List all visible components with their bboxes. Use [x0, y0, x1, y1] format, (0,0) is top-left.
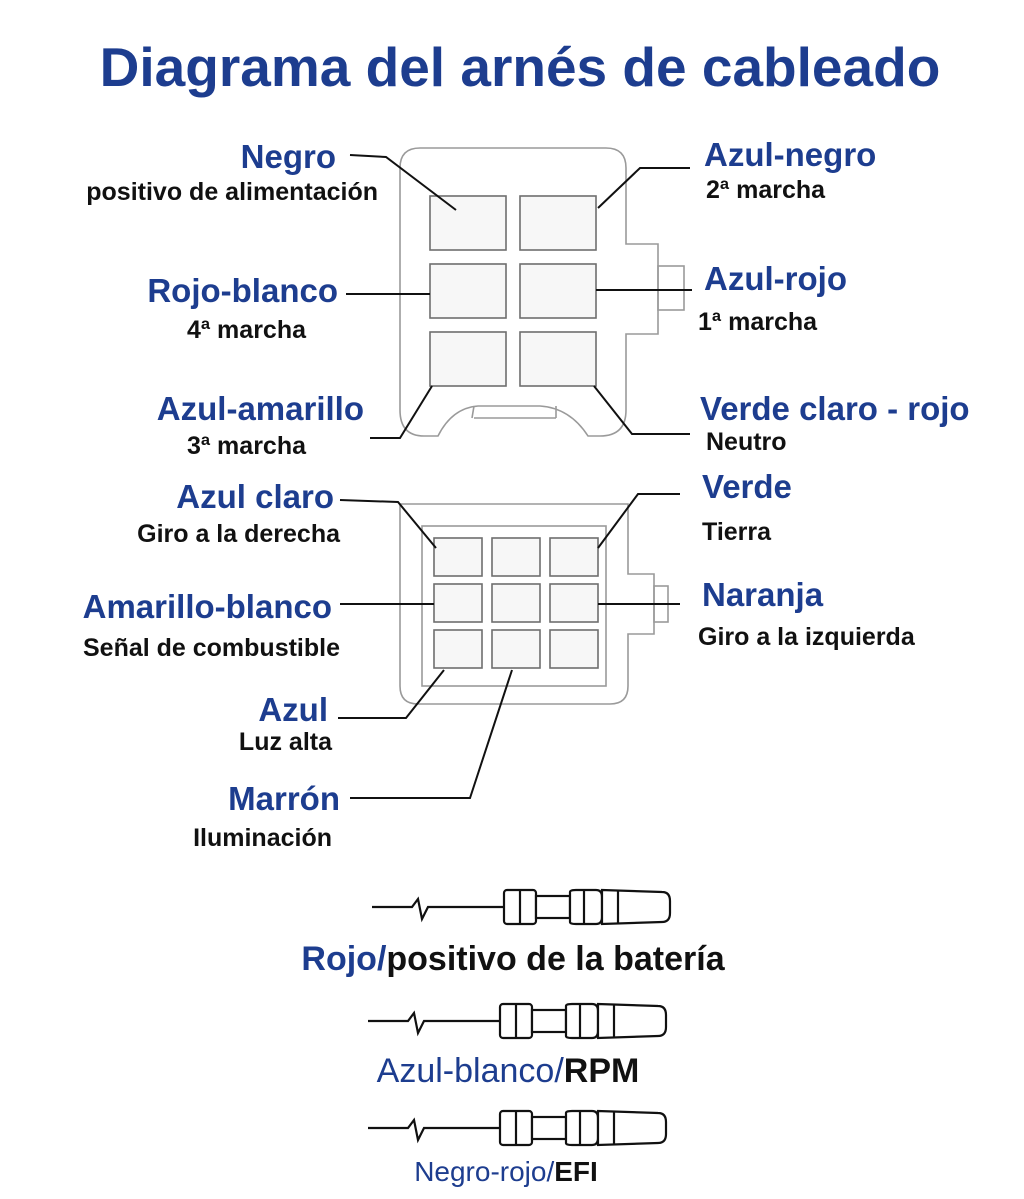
- pin-rojo-blanco: [429, 263, 507, 319]
- leader-azul-amarillo: [370, 385, 433, 439]
- connector-6pin-tab: [657, 265, 685, 311]
- pin-amarillo-blanco: [433, 583, 483, 623]
- wire-color-amarillo-blanco: Amarillo-blanco: [83, 588, 332, 625]
- leader-azul: [338, 669, 445, 719]
- wire-color-azul-negro: Azul-negro: [704, 136, 876, 173]
- pin-verde: [549, 537, 599, 577]
- wire-color-azul-amarillo: Azul-amarillo: [157, 390, 364, 427]
- leader-verde: [597, 493, 680, 549]
- terminal-azul-blanco-icon: [366, 1002, 668, 1040]
- connector-6pin-housing: [399, 147, 659, 437]
- leader-azul-claro: [339, 499, 437, 549]
- leader-marron: [350, 669, 513, 799]
- pin-naranja: [549, 583, 599, 623]
- wire-function-azul-amarillo: 3ª marcha: [187, 432, 307, 460]
- wire-color-negro: Negro: [241, 138, 336, 175]
- wire-color-rojo-blanco: Rojo-blanco: [147, 272, 338, 309]
- wire-function-azul-claro: Giro a la derecha: [137, 520, 341, 548]
- terminal-color-negro-rojo: Negro-rojo: [414, 1156, 546, 1187]
- terminal-separator-azul-blanco: /: [554, 1052, 564, 1090]
- wire-function-verde-claro-rojo: Neutro: [706, 428, 787, 456]
- terminal-negro-rojo-icon: [366, 1109, 668, 1147]
- connector-9pin: [399, 503, 669, 705]
- terminal-separator-rojo: /: [377, 940, 387, 978]
- wire-color-naranja: Naranja: [702, 576, 824, 613]
- pin-9-9: [549, 629, 599, 669]
- pin-azul-rojo: [519, 263, 597, 319]
- leader-negro: [349, 154, 457, 211]
- pin-9-2: [491, 537, 541, 577]
- wire-function-azul: Luz alta: [239, 728, 333, 756]
- wire-function-azul-rojo: 1ª marcha: [698, 308, 818, 336]
- terminal-rojo-icon: [370, 888, 672, 926]
- pin-marron: [491, 629, 541, 669]
- wire-function-naranja: Giro a la izquierda: [698, 623, 916, 651]
- wire-color-marron: Marrón: [228, 780, 340, 817]
- pin-azul: [433, 629, 483, 669]
- wire-function-azul-negro: 2ª marcha: [706, 176, 826, 204]
- terminal-function-negro-rojo: EFI: [554, 1156, 598, 1187]
- pin-azul-negro: [519, 195, 597, 251]
- connector-6pin-latch: [471, 405, 557, 419]
- wire-function-negro: positivo de alimentación: [86, 178, 378, 206]
- terminal-label-azul-blanco: Azul-blanco/RPM: [377, 1052, 640, 1090]
- terminal-function-rojo: positivo de la batería: [386, 940, 725, 978]
- wire-color-azul-rojo: Azul-rojo: [704, 260, 847, 297]
- wire-function-rojo-blanco: 4ª marcha: [187, 316, 307, 344]
- wire-color-azul-claro: Azul claro: [176, 478, 334, 515]
- page-title: Diagrama del arnés de cableado: [100, 36, 941, 98]
- terminal-color-rojo: Rojo: [301, 940, 377, 978]
- pin-9-5: [491, 583, 541, 623]
- connector-9pin-housing: [399, 503, 655, 705]
- wire-color-azul: Azul: [258, 691, 328, 728]
- wire-function-verde: Tierra: [702, 518, 772, 546]
- pin-azul-claro: [433, 537, 483, 577]
- terminal-label-rojo: Rojo/positivo de la batería: [301, 940, 725, 978]
- wire-color-verde: Verde: [702, 468, 792, 505]
- leader-verde-claro-rojo: [593, 385, 690, 435]
- wire-color-verde-claro-rojo: Verde claro - rojo: [700, 390, 970, 427]
- wire-function-amarillo-blanco: Señal de combustible: [83, 634, 340, 662]
- terminal-color-azul-blanco: Azul-blanco: [377, 1052, 555, 1090]
- terminal-label-negro-rojo: Negro-rojo/EFI: [414, 1156, 598, 1187]
- pin-verde-claro-rojo: [519, 331, 597, 387]
- pin-azul-amarillo: [429, 331, 507, 387]
- connector-9pin-inner-frame: [421, 525, 607, 687]
- wire-function-marron: Iluminación: [193, 824, 332, 852]
- terminal-function-azul-blanco: RPM: [564, 1052, 640, 1090]
- terminal-separator-negro-rojo: /: [546, 1156, 554, 1187]
- pin-negro: [429, 195, 507, 251]
- leader-azul-negro: [597, 167, 690, 209]
- connector-6pin: [399, 147, 685, 437]
